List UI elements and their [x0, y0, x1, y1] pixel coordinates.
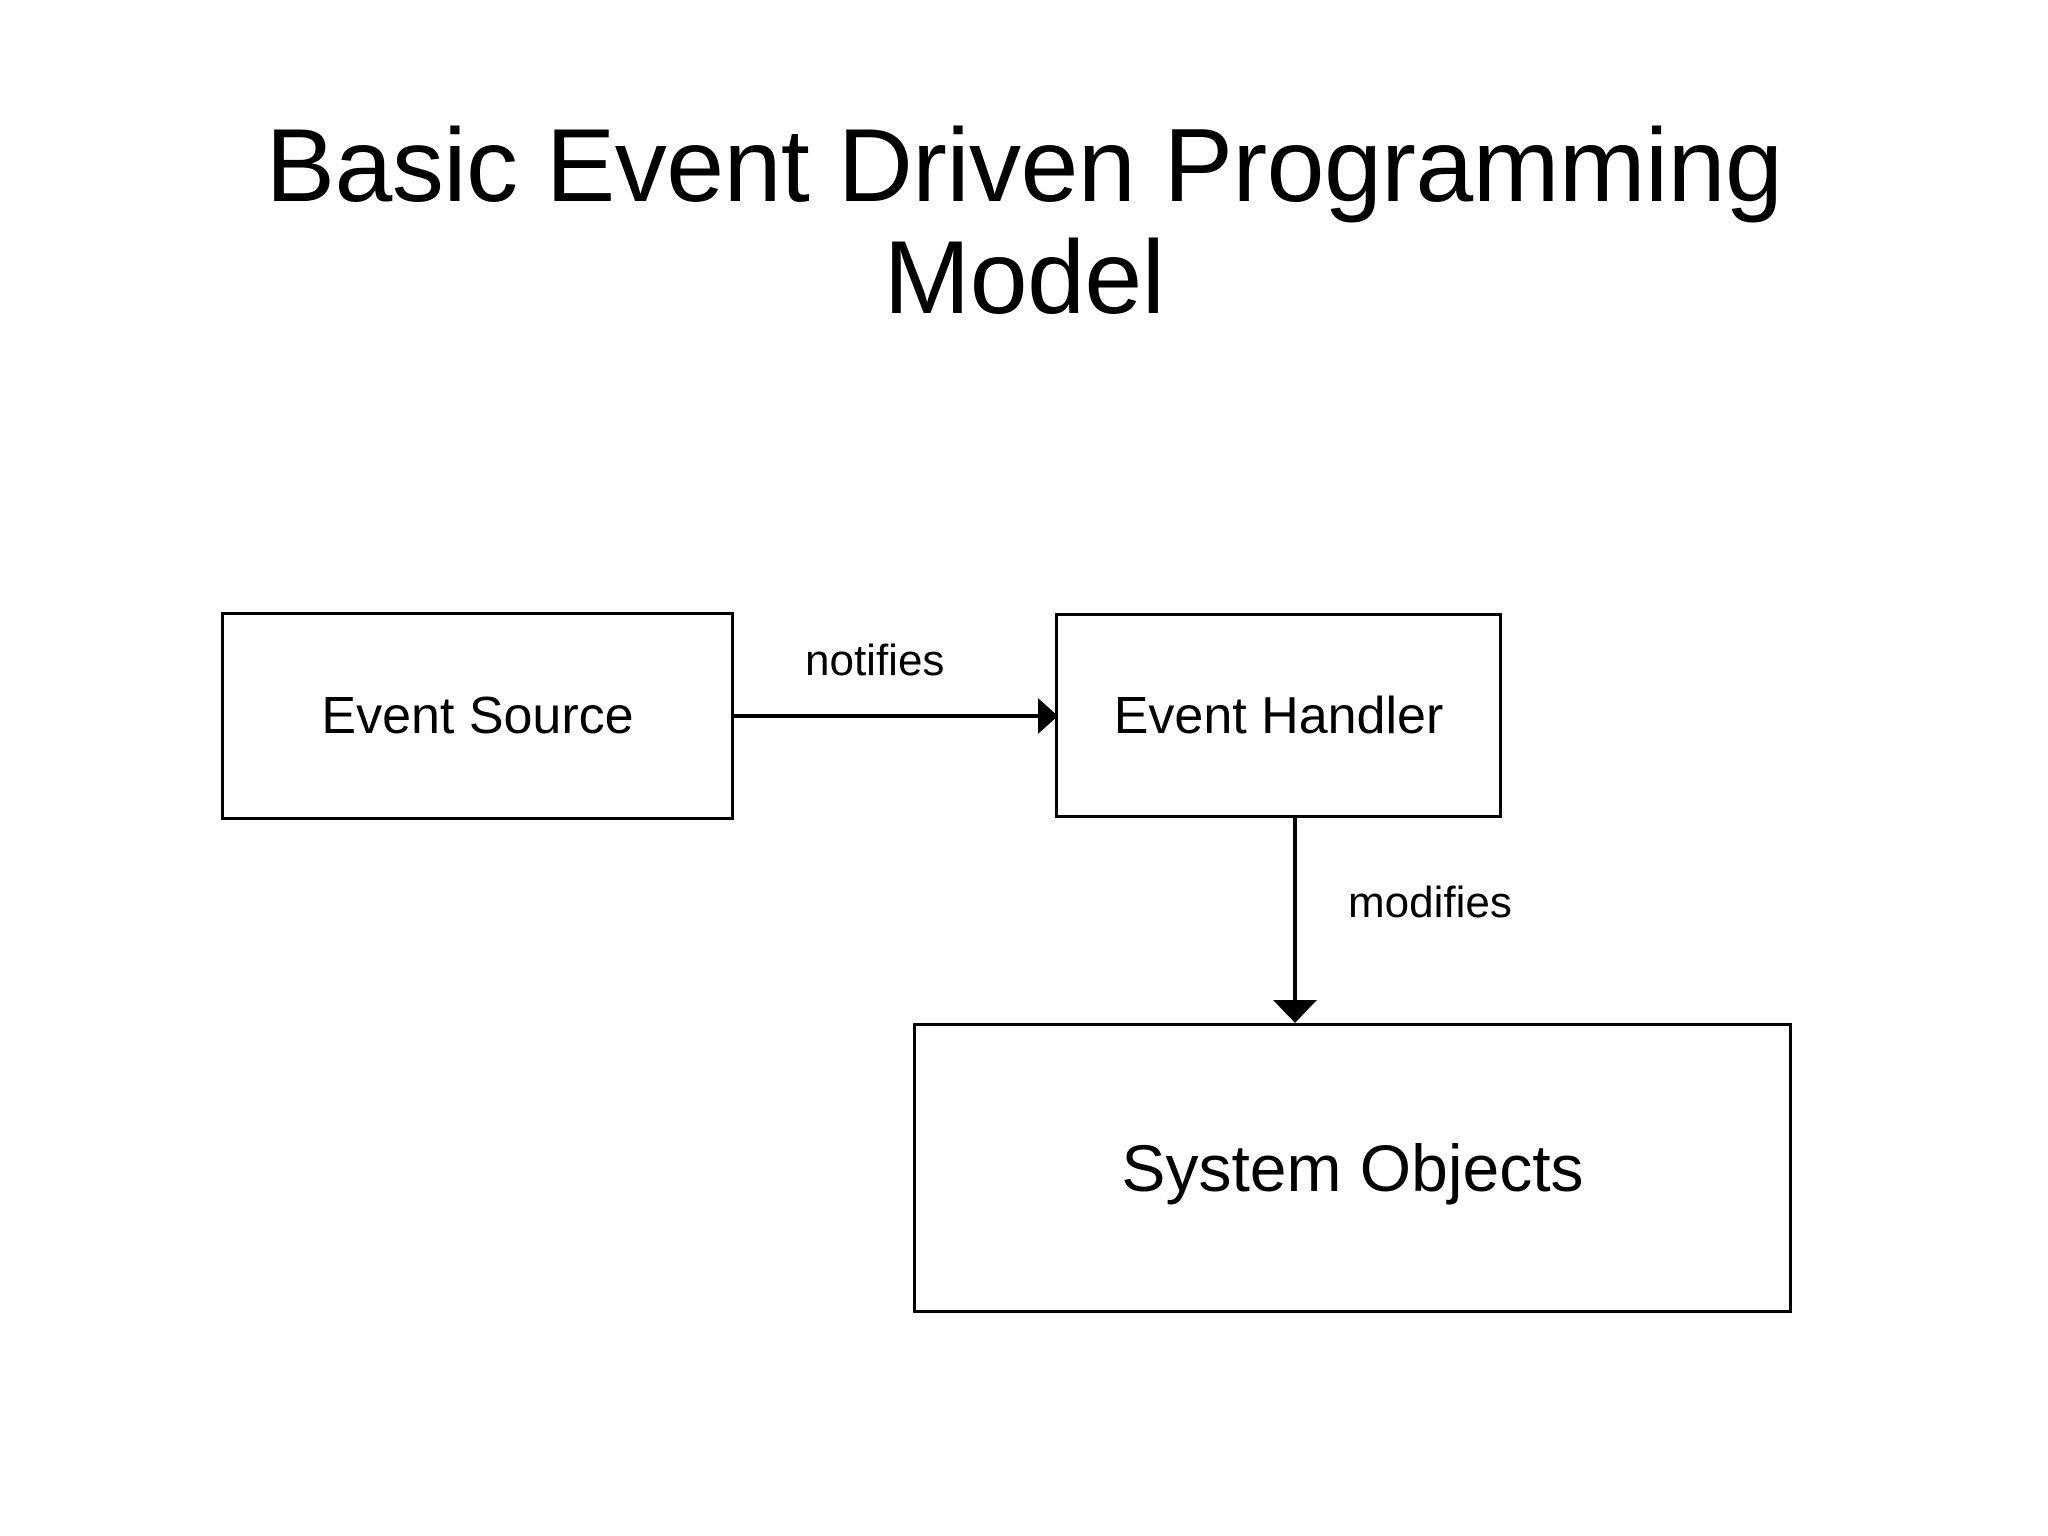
node-event-source-label: Event Source	[321, 687, 634, 745]
edge-notifies	[734, 698, 1058, 734]
page-title: Basic Event Driven Programming Model	[0, 107, 2048, 336]
node-system-objects-label: System Objects	[1121, 1131, 1584, 1205]
edge-label-modifies: modifies	[1348, 878, 1512, 927]
node-event-handler-label: Event Handler	[1113, 686, 1444, 745]
page-title-line-1: Basic Event Driven Programming	[265, 107, 1783, 224]
edge-modifies	[1273, 818, 1317, 1023]
node-event-handler[interactable]: Event Handler	[1055, 613, 1502, 818]
page-title-line-2: Model	[883, 219, 1165, 336]
edge-label-notifies: notifies	[805, 636, 945, 685]
node-system-objects[interactable]: System Objects	[913, 1023, 1792, 1313]
node-event-source[interactable]: Event Source	[221, 612, 734, 820]
